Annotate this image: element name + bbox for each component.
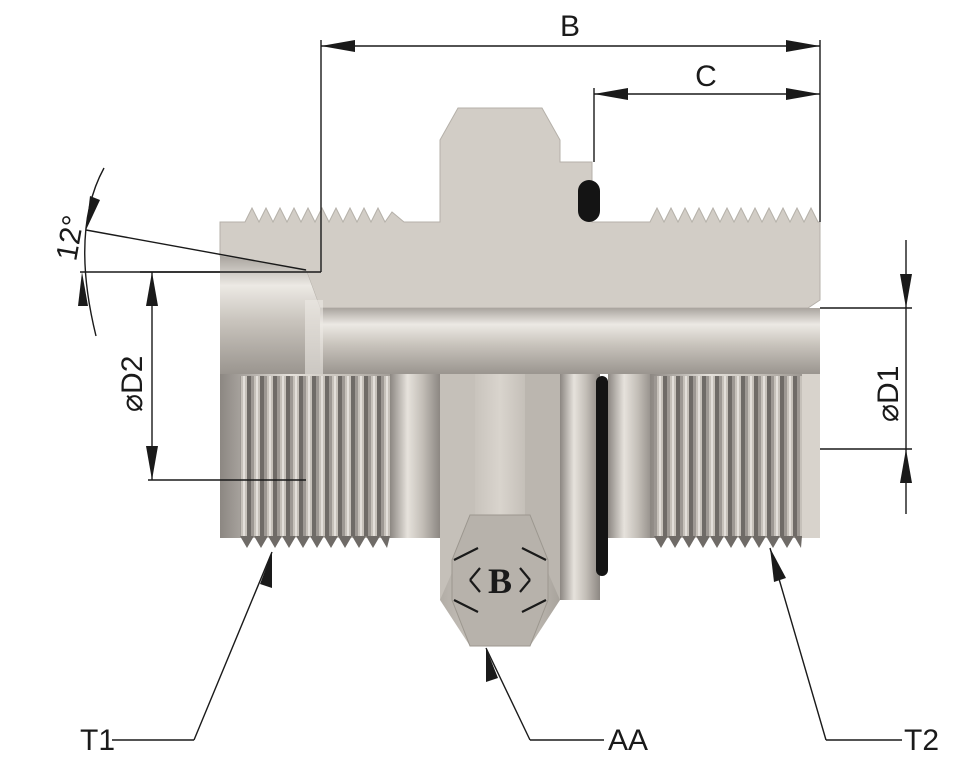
- o-ring-external: [596, 376, 608, 576]
- bore-rim: [305, 300, 323, 376]
- dim-d1-label: ⌀D1: [872, 366, 905, 422]
- leader-t1-arrow: [260, 552, 272, 588]
- leader-t1-label: T1: [80, 724, 115, 757]
- leader-aa: [485, 647, 531, 741]
- hex-logo-face: [451, 514, 549, 647]
- logo-b-icon: [453, 547, 547, 613]
- dim-angle-arrow-top: [86, 196, 100, 230]
- dim-angle-arrow-bottom: [78, 272, 88, 306]
- dim-b-label: B: [560, 10, 580, 43]
- dim-angle-leader: [85, 229, 307, 271]
- leader-aa-label: AA: [608, 724, 648, 757]
- left-thread-teeth: [240, 376, 390, 536]
- dim-b-arrow-left: [321, 40, 355, 52]
- dim-c-arrow-right: [786, 88, 820, 100]
- upper-section-body: [219, 107, 821, 309]
- dim-angle-arc: [84, 167, 105, 337]
- cone-seat-face: [220, 256, 320, 374]
- right-end-face: [802, 374, 820, 538]
- leader-t2-arrow: [770, 548, 786, 582]
- bore-surface: [320, 308, 820, 374]
- hex-lower-flat: [440, 374, 475, 600]
- right-thread-crest: [654, 536, 802, 548]
- logo-letter: B: [488, 561, 512, 601]
- left-thread-crest: [240, 536, 390, 548]
- right-collar: [560, 374, 600, 600]
- leader-t2-label: T2: [904, 724, 939, 757]
- dim-c-label: C: [695, 60, 717, 93]
- dim-d2-arrow-bottom: [146, 446, 158, 480]
- dim-d2-label: ⌀D2: [116, 356, 149, 412]
- dim-c-arrow-left: [594, 88, 628, 100]
- o-ring-section: [578, 180, 600, 222]
- dim-d2-arrow-top: [146, 272, 158, 306]
- leader-aa-arrow: [486, 648, 498, 682]
- hex-lower-flat-right: [525, 374, 560, 600]
- dim-b-arrow-right: [786, 40, 820, 52]
- dim-d1-arrow-top: [900, 274, 912, 308]
- right-thread-teeth: [654, 376, 802, 536]
- dim-d1-arrow-bottom: [900, 449, 912, 483]
- dim-angle-label: 12°: [50, 213, 90, 263]
- left-shoulder: [390, 374, 440, 538]
- right-shoulder: [608, 374, 654, 538]
- leader-t1: [193, 551, 273, 741]
